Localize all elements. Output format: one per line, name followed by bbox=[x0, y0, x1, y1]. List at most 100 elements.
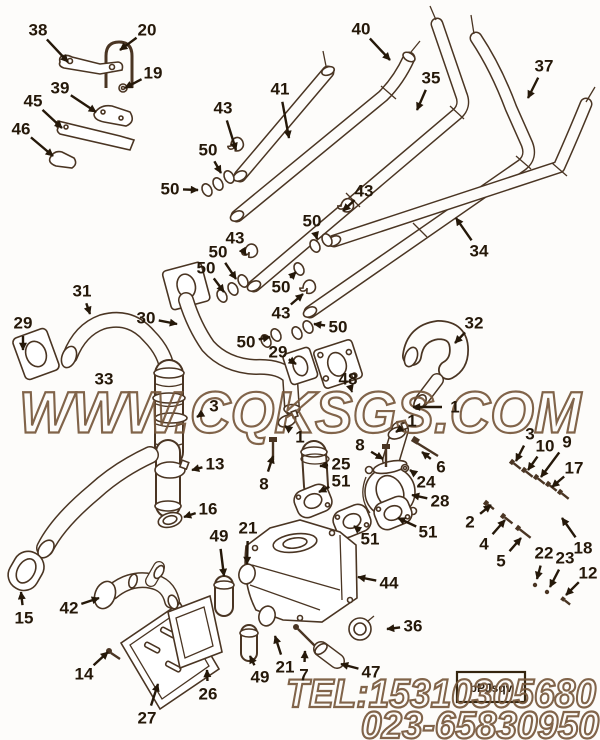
callout-arrow bbox=[353, 525, 363, 534]
callout-50: 50 bbox=[199, 141, 223, 174]
callout-arrow bbox=[119, 36, 138, 51]
callout-number: 1 bbox=[407, 412, 416, 431]
callout-number: 22 bbox=[535, 544, 554, 563]
callout-50: 50 bbox=[161, 180, 199, 199]
callout-number: 25 bbox=[332, 455, 351, 474]
callout-number: 51 bbox=[332, 472, 351, 491]
stamp-box bbox=[455, 670, 527, 704]
callout-number: 28 bbox=[431, 492, 450, 511]
callout-arrow bbox=[535, 565, 543, 580]
callout-number: 51 bbox=[419, 523, 438, 542]
callout-number: 48 bbox=[339, 370, 358, 389]
callout-number: 30 bbox=[137, 309, 156, 328]
callout-number: 40 bbox=[352, 20, 371, 39]
callout-51: 51 bbox=[353, 525, 379, 549]
callout-34: 34 bbox=[455, 217, 489, 261]
flange-gasket-left bbox=[12, 327, 60, 381]
callout-39: 39 bbox=[51, 79, 97, 113]
callout-number: 44 bbox=[380, 574, 399, 593]
callout-arrow bbox=[479, 504, 492, 515]
callout-arrow bbox=[548, 568, 561, 588]
callout-arrow bbox=[288, 271, 297, 280]
flange-48 bbox=[313, 339, 363, 389]
callout-number: 36 bbox=[404, 617, 423, 636]
callout-45: 45 bbox=[24, 92, 63, 129]
clamp-1a bbox=[277, 409, 299, 428]
callout-arrow bbox=[397, 516, 417, 528]
callout-50: 50 bbox=[237, 333, 271, 352]
callout-arrow bbox=[540, 451, 561, 478]
callout-43: 43 bbox=[226, 229, 248, 256]
callout-arrow bbox=[342, 199, 356, 212]
callout-arrow bbox=[526, 77, 540, 99]
callout-number: 50 bbox=[237, 333, 256, 352]
callout-arrow bbox=[454, 331, 466, 344]
callout-number: 50 bbox=[161, 180, 180, 199]
callout-arrow bbox=[17, 591, 26, 606]
plugs-and-fasteners-bottom bbox=[213, 563, 375, 661]
callout-43: 43 bbox=[342, 182, 373, 212]
callout-number: 46 bbox=[12, 120, 31, 139]
callout-number: 9 bbox=[562, 433, 571, 452]
callout-13: 13 bbox=[191, 455, 224, 474]
callout-43: 43 bbox=[214, 99, 238, 151]
callout-8: 8 bbox=[355, 436, 384, 461]
callout-arrow bbox=[370, 450, 384, 461]
callout-number: 8 bbox=[355, 436, 364, 455]
callout-number: 42 bbox=[60, 599, 79, 618]
callout-arrow bbox=[514, 444, 526, 462]
hose-clamp-13 bbox=[154, 461, 186, 479]
callout-number: 43 bbox=[226, 229, 245, 248]
callout-number: 50 bbox=[197, 259, 216, 278]
callout-arrow bbox=[191, 464, 203, 473]
callout-arrow bbox=[182, 185, 199, 194]
water-inlet-42 bbox=[93, 561, 180, 610]
callout-arrow bbox=[219, 548, 228, 577]
callout-arrow bbox=[421, 451, 432, 460]
callout-number: 29 bbox=[269, 343, 288, 362]
callout-37: 37 bbox=[526, 57, 553, 99]
callout-46: 46 bbox=[12, 120, 54, 157]
callout-50: 50 bbox=[303, 212, 321, 240]
callout-1: 1 bbox=[395, 412, 417, 433]
callout-number: 10 bbox=[536, 437, 555, 456]
callout-49: 49 bbox=[248, 655, 269, 687]
callout-number: 47 bbox=[362, 663, 381, 682]
callout-number: 19 bbox=[144, 64, 163, 83]
watermark-layer: WWW.CQKSGS.COM bPJsqv TEL:15310305680 02… bbox=[18, 379, 600, 740]
callout-number: 50 bbox=[209, 243, 228, 262]
callout-arrow bbox=[395, 424, 405, 433]
callout-42: 42 bbox=[60, 596, 100, 618]
callout-number: 6 bbox=[436, 458, 445, 477]
callout-number: 3 bbox=[525, 425, 534, 444]
callout-49: 49 bbox=[210, 527, 228, 577]
callout-number: 16 bbox=[199, 500, 218, 519]
callout-44: 44 bbox=[357, 574, 399, 593]
callout-29: 29 bbox=[14, 314, 32, 351]
callout-number: 31 bbox=[73, 282, 92, 301]
callout-arrow bbox=[41, 108, 63, 129]
bolt-6 bbox=[410, 435, 439, 458]
callout-6: 6 bbox=[421, 451, 446, 477]
callout-arrow bbox=[83, 302, 92, 315]
callout-43: 43 bbox=[272, 293, 304, 323]
callout-arrow bbox=[565, 581, 580, 596]
callout-12: 12 bbox=[565, 564, 597, 596]
watermark-tel-text: TEL:15310305680 bbox=[286, 672, 596, 716]
callout-40: 40 bbox=[352, 20, 391, 61]
callout-number: 4 bbox=[479, 535, 489, 554]
callout-arrow bbox=[212, 277, 225, 293]
callout-arrow bbox=[213, 160, 223, 174]
callout-21: 21 bbox=[273, 635, 294, 677]
cover-plate-group bbox=[106, 594, 223, 711]
oring-21b bbox=[258, 605, 276, 627]
callout-number: 15 bbox=[15, 609, 34, 628]
callout-50: 50 bbox=[209, 243, 237, 280]
callout-number: 14 bbox=[75, 665, 94, 684]
stamp-label: bPJsqv bbox=[470, 681, 513, 695]
callout-25: 25 bbox=[319, 455, 351, 474]
callout-number: 24 bbox=[417, 473, 436, 492]
u-bolt bbox=[104, 40, 134, 88]
